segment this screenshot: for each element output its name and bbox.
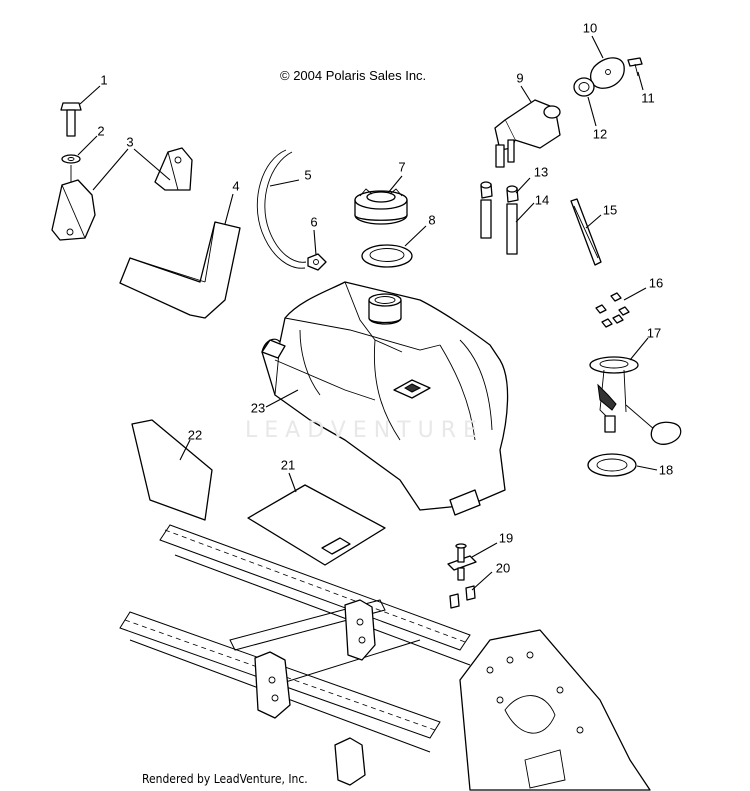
part-9-valve	[494, 99, 561, 168]
callout-22[interactable]: 22	[187, 427, 203, 443]
callout-9[interactable]: 9	[516, 70, 524, 86]
part-3-brackets	[51, 147, 193, 241]
part-10-cap-disc	[589, 57, 625, 89]
callout-1[interactable]: 1	[100, 72, 108, 88]
callout-19[interactable]: 19	[498, 530, 514, 546]
part-7-fuel-cap	[354, 188, 408, 225]
part-2-washer	[61, 154, 81, 190]
part-15-rod	[570, 198, 602, 266]
callout-8[interactable]: 8	[428, 212, 436, 228]
part-22-pad	[131, 419, 213, 521]
copyright-notice: © 2004 Polaris Sales Inc.	[280, 68, 427, 83]
part-16-screws	[595, 292, 630, 328]
part-5-hose	[256, 149, 307, 269]
callout-5[interactable]: 5	[304, 167, 312, 183]
watermark: LEADVENTURE	[245, 418, 484, 443]
part-21-pad	[247, 484, 386, 566]
part-14-tubes	[480, 199, 518, 255]
callout-20[interactable]: 20	[495, 560, 511, 576]
callout-23[interactable]: 23	[250, 400, 266, 416]
callout-21[interactable]: 21	[280, 457, 296, 473]
callout-7[interactable]: 7	[398, 159, 406, 175]
part-13-plugs	[480, 181, 519, 203]
part-11-screw	[627, 57, 643, 77]
callout-13[interactable]: 13	[533, 164, 549, 180]
part-19-bracket	[447, 543, 477, 581]
part-4-pad	[119, 221, 241, 319]
callout-2[interactable]: 2	[97, 123, 105, 139]
part-20-bolts	[449, 585, 476, 609]
part-12-gasket	[573, 77, 595, 97]
callout-16[interactable]: 16	[648, 275, 664, 291]
callout-3[interactable]: 3	[126, 134, 134, 150]
part-17-fuel-sender	[589, 356, 682, 445]
callout-12[interactable]: 12	[592, 126, 608, 142]
part-23-fuel-tank	[261, 281, 509, 516]
callout-18[interactable]: 18	[658, 462, 674, 478]
part-8-gasket	[361, 244, 413, 268]
callout-17[interactable]: 17	[646, 325, 662, 341]
callout-4[interactable]: 4	[232, 178, 240, 194]
callout-11[interactable]: 11	[641, 90, 655, 106]
part-1-bolt	[60, 102, 82, 137]
leader-lines	[77, 35, 658, 591]
part-18-seal-ring	[587, 453, 637, 477]
part-6-clamp	[307, 253, 327, 271]
render-credit: Rendered by LeadVenture, Inc.	[142, 772, 308, 786]
chassis-frame	[119, 524, 651, 791]
callout-6[interactable]: 6	[310, 214, 318, 230]
callout-10[interactable]: 10	[582, 20, 598, 36]
callout-14[interactable]: 14	[534, 192, 550, 208]
callout-15[interactable]: 15	[602, 202, 618, 218]
